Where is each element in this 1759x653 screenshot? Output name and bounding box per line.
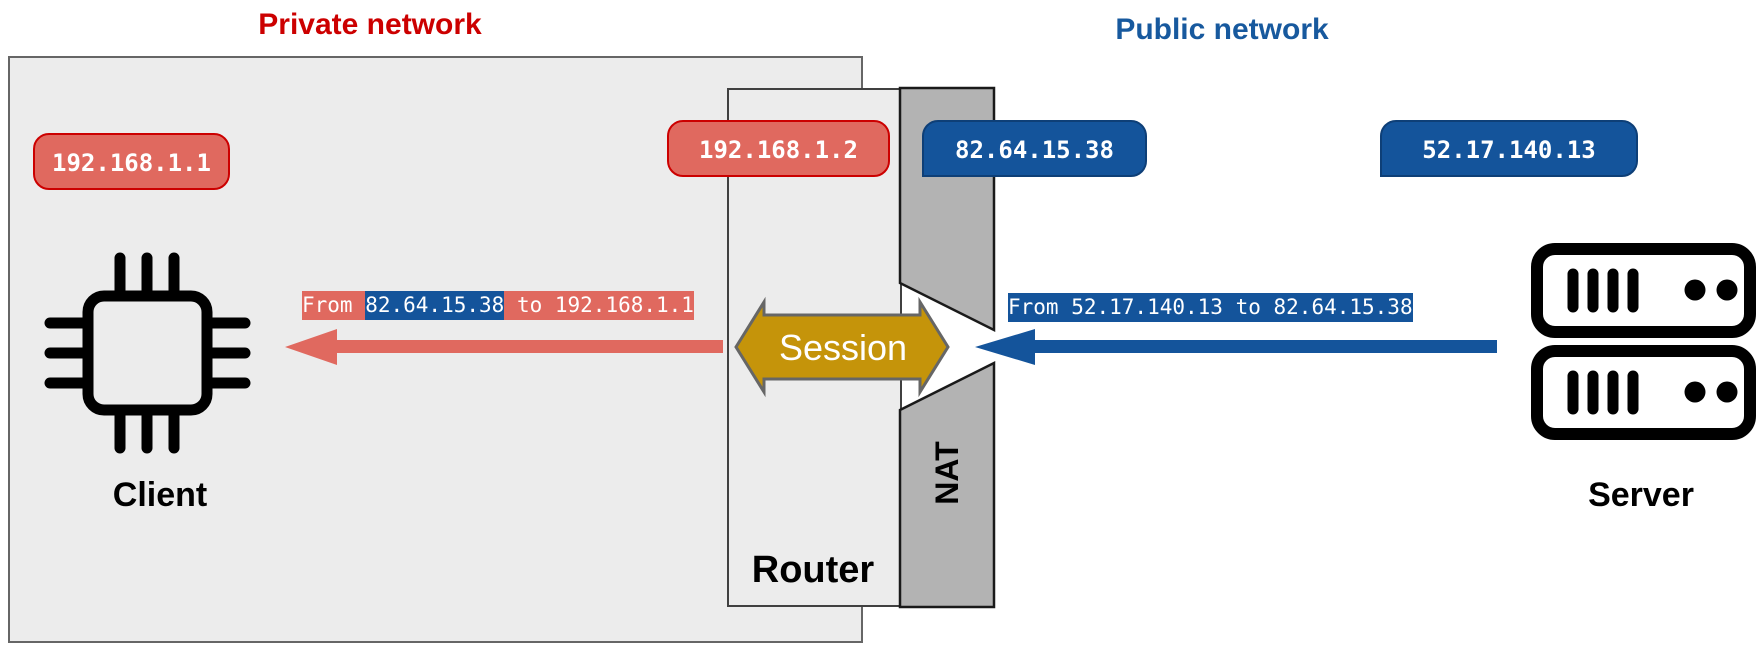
public-packet-arrow (975, 329, 1497, 365)
router-lan-ip-badge: 192.168.1.2 (667, 120, 890, 177)
packet-from-word: From (1008, 293, 1072, 322)
server-label: Server (1588, 476, 1694, 514)
session-label: Session (778, 327, 908, 368)
client-label: Client (112, 476, 208, 514)
packet-to-word: to (1222, 293, 1274, 322)
nat-label: NAT (929, 441, 965, 505)
public-packet-label: From 52.17.140.13 to 82.64.15.38 (1008, 293, 1413, 322)
packet-to-word: to (504, 291, 555, 320)
packet-src-ip: 82.64.15.38 (365, 291, 505, 320)
router-wan-ip-badge: 82.64.15.38 (922, 120, 1147, 177)
server-ip-badge: 52.17.140.13 (1380, 120, 1638, 177)
packet-src-ip: 52.17.140.13 (1071, 293, 1223, 322)
packet-from-word: From (302, 291, 366, 320)
client-ip-badge: 192.168.1.1 (33, 133, 230, 190)
packet-dst-ip: 192.168.1.1 (554, 291, 694, 320)
private-network-title: Private network (258, 8, 482, 41)
public-network-title: Public network (1115, 13, 1329, 46)
private-packet-label: From 82.64.15.38 to 192.168.1.1 (302, 291, 694, 320)
packet-dst-ip: 82.64.15.38 (1273, 293, 1413, 322)
server-rack-icon (1531, 243, 1756, 440)
router-label: Router (751, 549, 875, 591)
